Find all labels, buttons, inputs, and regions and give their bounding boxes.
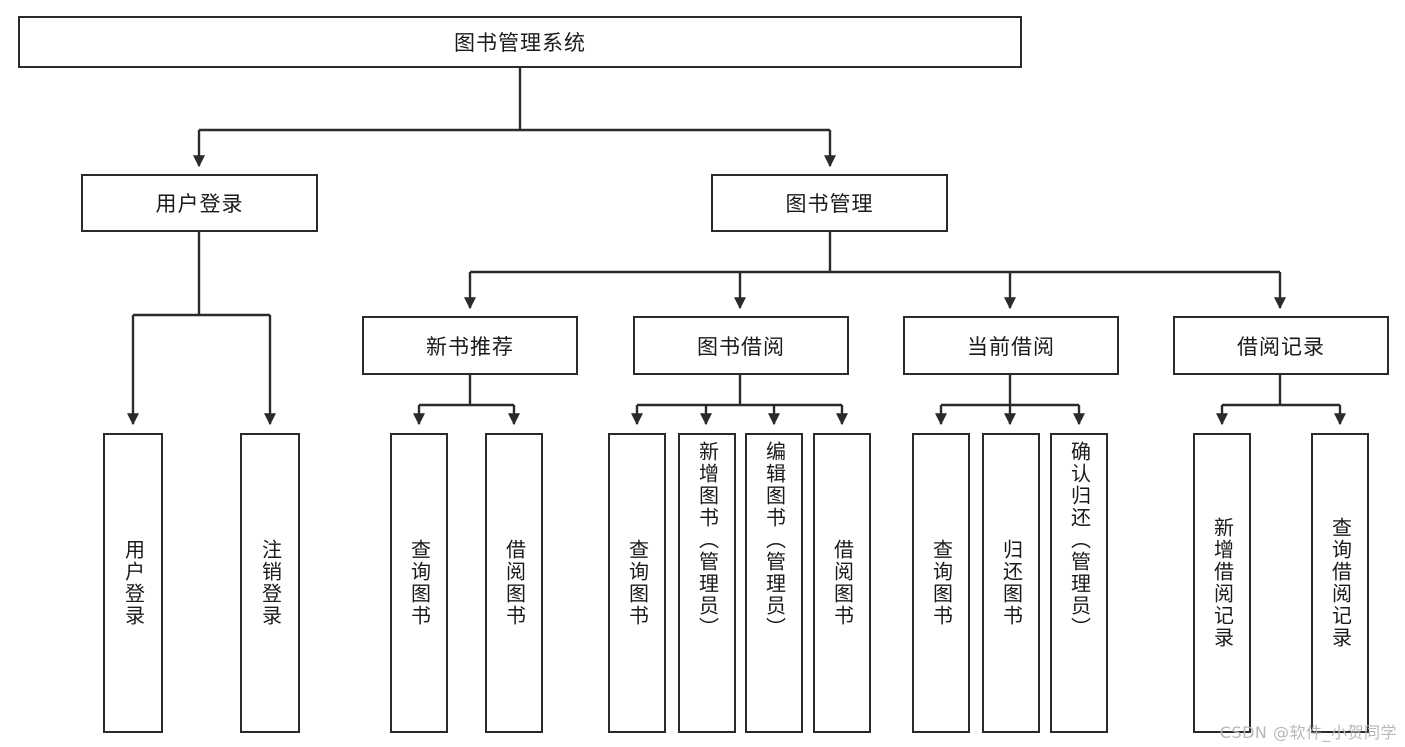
leaf-new-book-borrow[interactable]: 借阅图书 xyxy=(485,433,543,733)
leaf-current-query-book[interactable]: 查询图书 xyxy=(912,433,970,733)
node-current-borrow[interactable]: 当前借阅 xyxy=(903,316,1119,375)
leaf-borrow-edit-book-admin[interactable]: 编辑图书（管理员） xyxy=(745,433,803,733)
node-book-borrow[interactable]: 图书借阅 xyxy=(633,316,849,375)
leaf-user-login-login[interactable]: 用户登录 xyxy=(103,433,163,733)
leaf-new-book-query[interactable]: 查询图书 xyxy=(390,433,448,733)
leaf-record-add-record[interactable]: 新增借阅记录 xyxy=(1193,433,1251,733)
leaf-borrow-add-book-admin[interactable]: 新增图书（管理员） xyxy=(678,433,736,733)
watermark-text: CSDN @软件_小贺同学 xyxy=(1219,723,1397,742)
leaf-borrow-query-book[interactable]: 查询图书 xyxy=(608,433,666,733)
node-new-book-recommend[interactable]: 新书推荐 xyxy=(362,316,578,375)
leaf-current-return-book[interactable]: 归还图书 xyxy=(982,433,1040,733)
node-root[interactable]: 图书管理系统 xyxy=(18,16,1022,68)
leaf-borrow-borrow-book[interactable]: 借阅图书 xyxy=(813,433,871,733)
node-borrow-record[interactable]: 借阅记录 xyxy=(1173,316,1389,375)
leaf-record-query-record[interactable]: 查询借阅记录 xyxy=(1311,433,1369,733)
node-book-manage[interactable]: 图书管理 xyxy=(711,174,948,232)
node-user-login[interactable]: 用户登录 xyxy=(81,174,318,232)
leaf-user-login-logout[interactable]: 注销登录 xyxy=(240,433,300,733)
leaf-current-confirm-return-admin[interactable]: 确认归还（管理员） xyxy=(1050,433,1108,733)
